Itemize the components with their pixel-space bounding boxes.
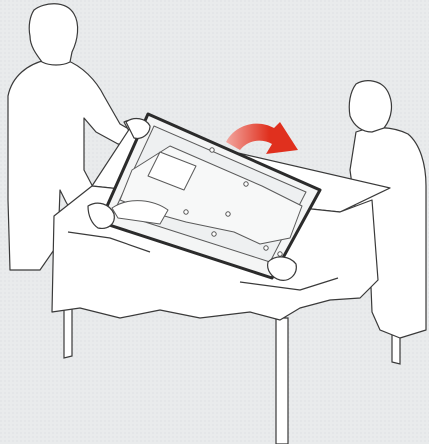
screw-hole-icon — [264, 246, 268, 250]
table-leg-mid — [276, 318, 288, 444]
screw-hole-icon — [210, 148, 214, 152]
screw-hole-icon — [212, 232, 216, 236]
screw-hole-icon — [244, 182, 248, 186]
screw-hole-icon — [184, 210, 188, 214]
screw-hole-icon — [226, 212, 230, 216]
right-person-head — [349, 81, 391, 132]
screw-hole-icon — [278, 252, 282, 256]
